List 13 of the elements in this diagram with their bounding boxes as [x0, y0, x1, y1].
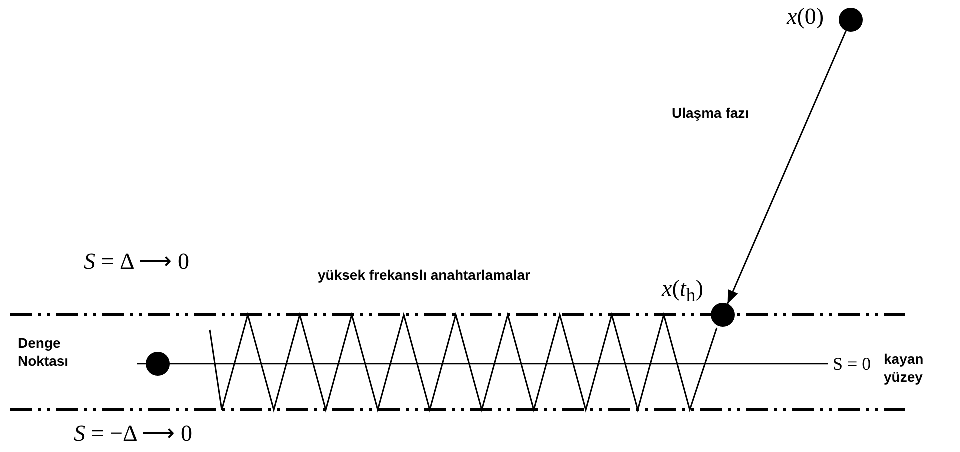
point-dot [839, 8, 863, 32]
surface-formula: S = 0 [833, 354, 872, 375]
point-dot [146, 352, 170, 376]
band-limit-formula: S = Δ ⟶ 0 [84, 248, 190, 275]
point-label: x(0) [787, 4, 824, 30]
point-label: Denge Noktası [18, 334, 70, 370]
band-caption: yüksek frekanslı anahtarlamalar [318, 266, 530, 284]
edge-label: Ulaşma fazı [672, 104, 750, 122]
point-label: x(t$_{h}$) [662, 276, 704, 308]
arrow [727, 30, 847, 304]
surface-caption: kayan yüzey [884, 350, 925, 386]
point-dot [711, 303, 735, 327]
band-limit-formula: S = −Δ ⟶ 0 [74, 420, 192, 447]
